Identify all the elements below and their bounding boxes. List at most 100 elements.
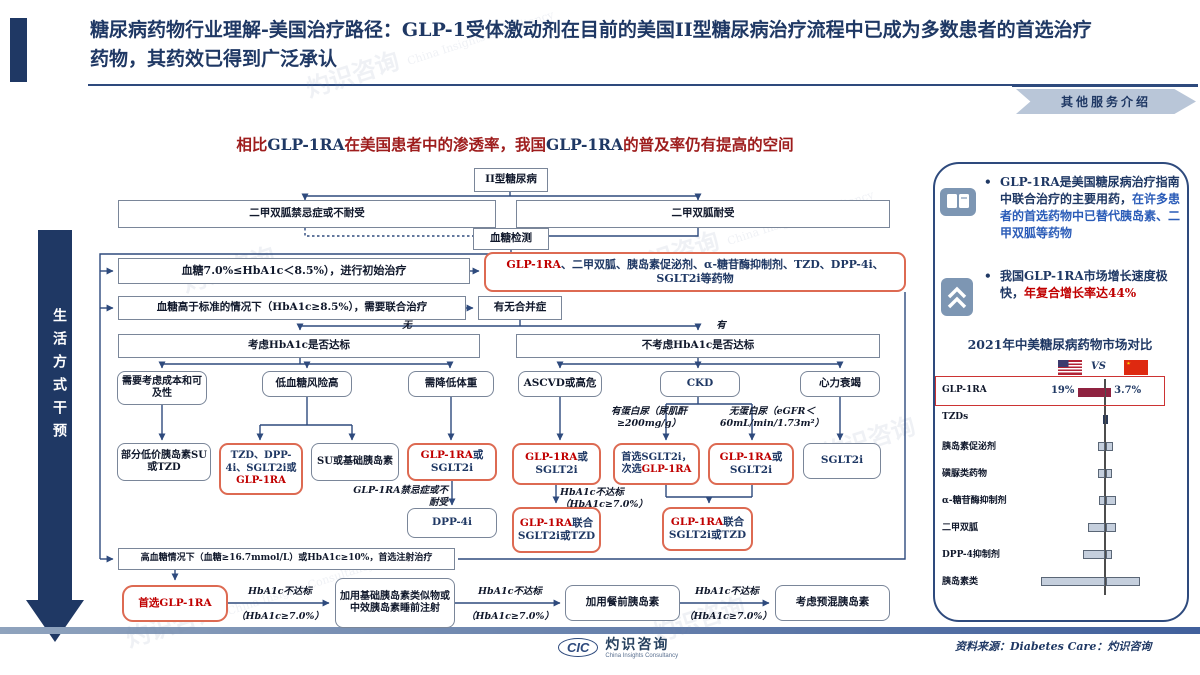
node-metformin-tolerant: 二甲双胍耐受 — [516, 200, 890, 228]
node-initial-therapy: 血糖7.0%≤HbA1c＜8.5%），进行初始治疗 — [118, 258, 470, 284]
drug-glp1ra: GLP-1RA — [525, 450, 578, 463]
node-glp1-or-sglt2: GLP-1RA或SGLT2i — [407, 443, 497, 481]
node-consider-hba1c: 考虑HbA1c是否达标 — [118, 334, 480, 358]
cic-logo: CIC 灼识咨询 China Insights Consultancy — [558, 637, 679, 660]
drug-list: 或SGLT2i — [535, 450, 588, 476]
cic-logo-mark: CIC — [558, 638, 599, 657]
node-su-basal-insulin: SU或基础胰岛素 — [311, 443, 399, 481]
bullet-text: GLP-1RA是美国糖尿病治疗指南中联合治疗的主要用药， — [1000, 175, 1180, 207]
label-line: （HbA1c≥7.0%） — [236, 610, 324, 622]
drug-list: 或SGLT2i — [430, 448, 484, 474]
label-hba1c-fail: HbA1c不达标 （HbA1c≥7.0%） — [460, 586, 560, 623]
chart-bar-us — [1098, 442, 1105, 451]
drug-glp1ra: GLP-1RA — [506, 258, 562, 272]
node-add-basal-insulin: 加用基础胰岛素类似物或中效胰岛素睡前注射 — [335, 578, 455, 628]
chart-title: 2021年中美糖尿病药物市场对比 — [967, 337, 1153, 352]
cic-logo-en: China Insights Consultancy — [605, 653, 679, 660]
node-metformin-intolerant: 二甲双胍禁忌症或不耐受 — [118, 200, 496, 228]
node-glucose-test: 血糖检测 — [473, 228, 549, 250]
drug-list: 首选SGLT2i，次选 — [621, 451, 692, 476]
node-not-consider-hba1c: 不考虑HbA1c是否达标 — [516, 334, 880, 358]
label-line: （HbA1c≥7.0%） — [560, 499, 648, 511]
chart-bar-us — [1082, 550, 1105, 559]
banner-rule — [1012, 84, 1198, 87]
vs-label: VS — [1091, 361, 1106, 372]
panel-bullet-1: • GLP-1RA是美国糖尿病治疗指南中联合治疗的主要用药，在许多患者的首选药物… — [984, 174, 1188, 242]
node-hypoglycemia-risk: 低血糖风险高 — [262, 371, 352, 397]
chart-category-label: TZDs — [942, 412, 969, 422]
bullet-dot: • — [984, 175, 992, 189]
label-yes: 有 — [716, 320, 726, 331]
bullet-text-highlight: 年复合增长率达44% — [1024, 286, 1137, 301]
label-hba1c-fail: HbA1c不达标 （HbA1c≥7.0%） — [234, 586, 326, 623]
drug-glp1ra: GLP-1RA — [719, 450, 772, 463]
source-note: 资料来源：Diabetes Care：灼识咨询 — [955, 640, 1152, 653]
drug-list: 或SGLT2i — [729, 450, 783, 476]
fc-title-part: 在美国患者中的渗透率，我国 — [344, 135, 546, 154]
drug-glp1ra: GLP-1RA — [519, 516, 573, 529]
other-services-banner: 其他服务介绍 — [1016, 89, 1196, 114]
chart-bar-cn — [1106, 469, 1112, 478]
node-add-mealtime-insulin: 加用餐前胰岛素 — [565, 585, 680, 621]
node-glp1-first-choice: 首选GLP-1RA — [122, 585, 228, 622]
insight-panel — [933, 162, 1189, 622]
node-hyperglycemia-injection: 高血糖情况下（血糖≥16.7mmol/L）或HbA1c≥10%，首选注射治疗 — [118, 548, 455, 570]
node-combination-therapy: 血糖高于标准的情况下（HbA1c≥8.5%），需要联合治疗 — [118, 296, 466, 320]
bullet-dot: • — [984, 269, 992, 283]
cic-logo-cn: 灼识咨询 — [605, 637, 670, 653]
fc-title-part: 的普及率仍有提高的空间 — [623, 135, 794, 154]
chart-category-label: 二甲双胍 — [942, 523, 979, 533]
node-heart-failure: 心力衰竭 — [800, 371, 880, 397]
node-ckd: CKD — [660, 371, 740, 397]
chart-category-label: 磺脲类药物 — [942, 469, 988, 479]
fc-title-part: GLP-1RA — [267, 135, 345, 154]
label-line: HbA1c不达标 — [560, 487, 624, 498]
footer-divider — [0, 627, 1200, 634]
node-tzd-dpp4-sglt2-glp1: TZD、DPP-4i、SGLT2i或GLP-1RA — [219, 443, 303, 495]
chart-axis — [1104, 379, 1106, 595]
label-line: HbA1c不达标 — [248, 586, 312, 597]
china-flag-icon — [1124, 360, 1148, 379]
drug-glp1ra: GLP-1RA — [420, 448, 473, 461]
label-hba1c-fail: HbA1c不达标 （HbA1c≥7.0%） — [684, 586, 772, 623]
node-initial-drug-options: GLP-1RA、二甲双胍、胰岛素促泌剂、α-糖苷酶抑制剂、TZD、DPP-4i、… — [484, 252, 906, 292]
node-comorbidity-check: 有无合并症 — [478, 296, 562, 320]
drug-glp1ra: GLP-1RA — [670, 515, 724, 528]
node-cost-accessibility: 需要考虑成本和可及性 — [117, 371, 207, 405]
title-accent-bar — [10, 18, 27, 82]
title-underline — [88, 84, 1156, 86]
flowchart-title: 相比GLP-1RA在美国患者中的渗透率，我国GLP-1RA的普及率仍有提高的空间 — [110, 133, 920, 155]
chart-category-label: DPP-4抑制剂 — [942, 550, 1000, 560]
chart-bar-us — [1078, 388, 1105, 397]
chart-category-label: α-糖苷酶抑制剂 — [942, 496, 1007, 506]
label-hba1c-fail: HbA1c不达标 （HbA1c≥7.0%） — [560, 487, 656, 512]
node-type2-diabetes: II型糖尿病 — [474, 168, 548, 192]
drug-list: 联合SGLT2i或TZD — [668, 515, 747, 541]
chart-bar-cn — [1106, 577, 1140, 586]
chart-bar-cn — [1106, 442, 1113, 451]
label-no-proteinuria: 无蛋白尿（eGFR＜60mL/min/1.73m²） — [719, 406, 825, 430]
chart-bar-cn — [1106, 550, 1112, 559]
node-lowcost-insulin-su-tzd: 部分低价胰岛素SU或TZD — [117, 443, 211, 481]
drug-list: 联合SGLT2i或TZD — [517, 516, 596, 542]
label-line: HbA1c不达标 — [695, 586, 759, 597]
node-weight-loss-need: 需降低体重 — [408, 371, 494, 397]
node-premixed-insulin: 考虑预混胰岛素 — [775, 585, 890, 621]
label-no: 无 — [402, 320, 412, 331]
chart-category-label: GLP-1RA — [942, 385, 987, 395]
node-glp1-or-sglt2-ckd: GLP-1RA或SGLT2i — [708, 443, 794, 485]
node-dpp4i: DPP-4i — [407, 508, 497, 538]
lifestyle-arrow-label: 生活方式干预 — [51, 308, 67, 446]
fc-title-part: 相比 — [236, 135, 268, 154]
book-icon — [940, 188, 976, 216]
node-sglt2i: SGLT2i — [803, 443, 881, 479]
node-ascvd: ASCVD或高危 — [518, 371, 602, 397]
bullet-text-highlight: 在许多患者的首选药物中已替代胰岛素、二甲双胍等药物 — [1000, 192, 1181, 241]
double-chevron-up-icon — [941, 278, 973, 316]
label-glp1-contraindicated: GLP-1RA禁忌症或不耐受 — [353, 485, 448, 509]
chart-bar-us — [1102, 415, 1105, 424]
drug-list: 、二甲双胍、胰岛素促泌剂、α-糖苷酶抑制剂、TZD、DPP-4i、SGLT2i等… — [561, 258, 884, 285]
